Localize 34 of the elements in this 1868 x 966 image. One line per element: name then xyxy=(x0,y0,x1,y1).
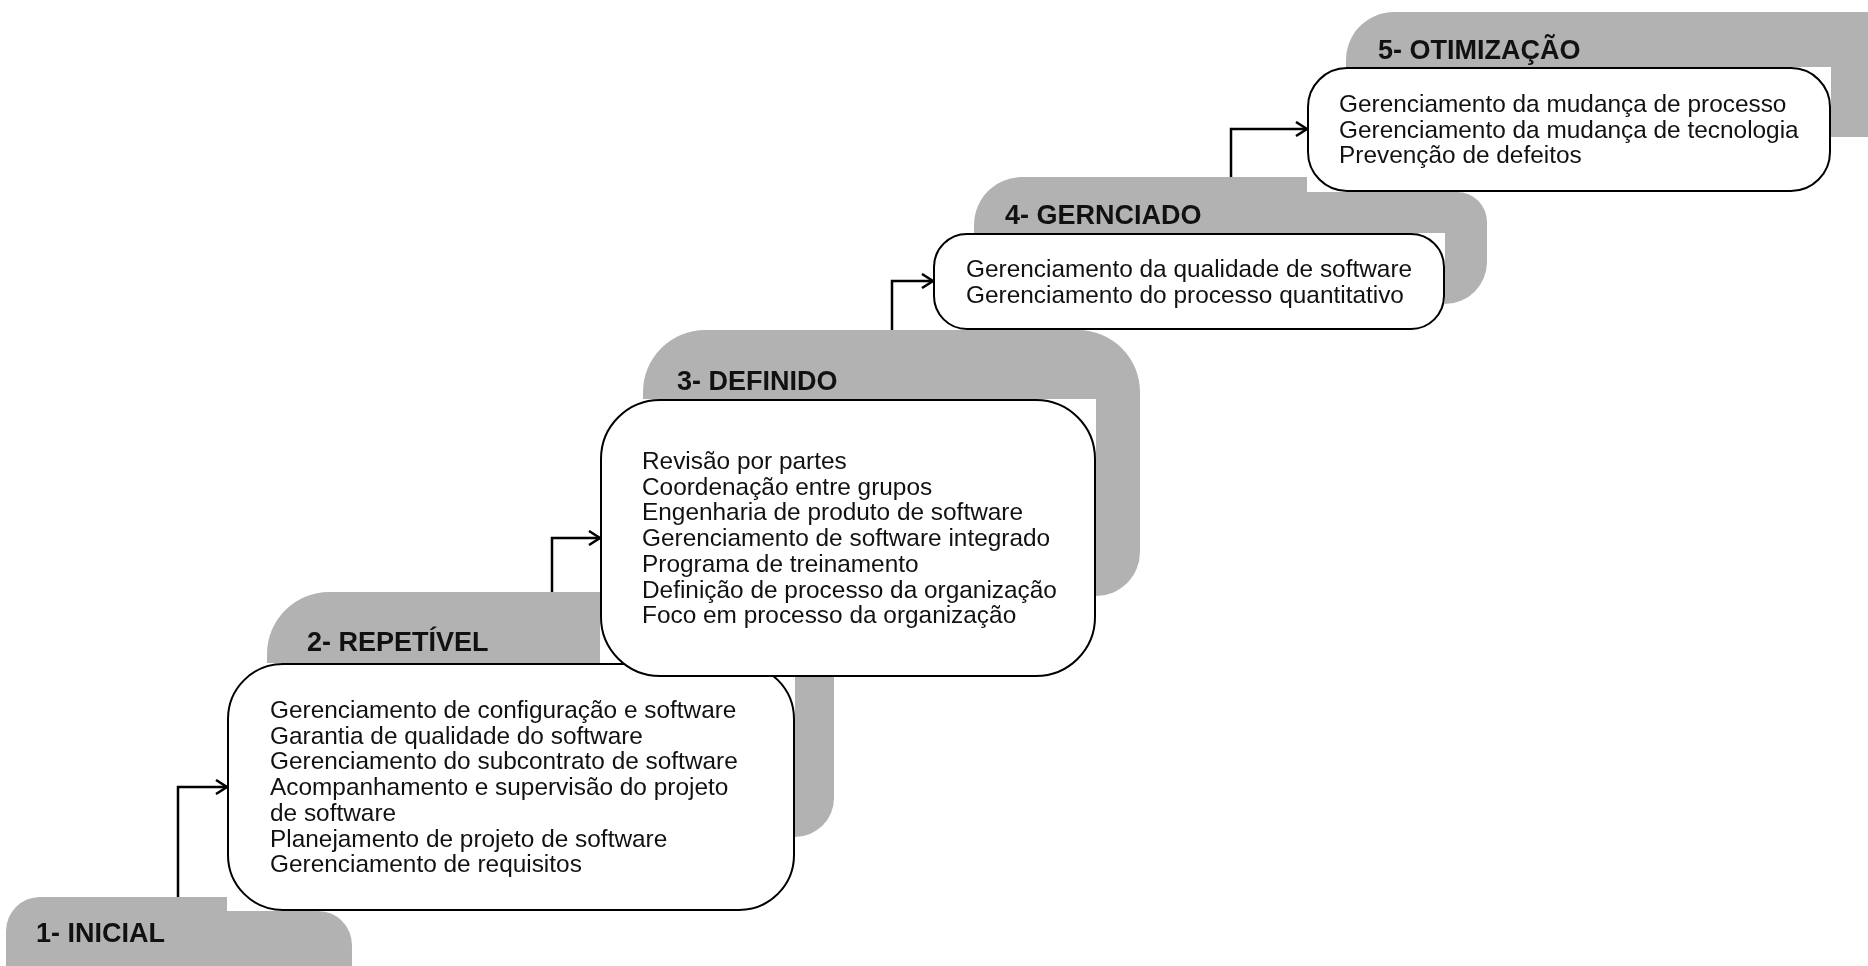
process-item: Engenharia de produto de software xyxy=(642,499,1025,526)
process-item: Gerenciamento de software integrado xyxy=(642,525,1052,551)
process-item: Gerenciamento de requisitos xyxy=(270,851,583,878)
process-item: Coordenação entre grupos xyxy=(642,473,934,500)
level-band xyxy=(1346,12,1868,67)
process-item: Gerenciamento da mudança de tecnologia xyxy=(1339,116,1800,143)
level-band xyxy=(6,897,227,966)
process-item: Prevenção de defeitos xyxy=(1339,142,1582,169)
level-heading: 2- REPETÍVEL xyxy=(307,627,489,657)
process-item: Gerenciamento do subcontrato de software xyxy=(270,748,739,775)
process-item: Definição de processo da organização xyxy=(642,576,1058,603)
process-item: Foco em processo da organização xyxy=(642,602,1017,629)
process-item: Garantia de qualidade do software xyxy=(270,722,644,749)
process-item: Gerenciamento da mudança de processo xyxy=(1339,90,1788,117)
arrow xyxy=(890,272,935,330)
process-item: Acompanhamento e supervisão do projeto de software xyxy=(270,774,730,826)
level-heading: 1- INICIAL xyxy=(36,918,165,948)
arrow xyxy=(176,778,229,897)
process-item: Programa de treinamento xyxy=(642,550,920,577)
arrow xyxy=(1229,120,1309,177)
process-item: Gerenciamento de configuração e software xyxy=(270,696,738,723)
process-item: Gerenciamento do processo quantitativo xyxy=(966,281,1405,308)
process-box xyxy=(1307,67,1831,192)
process-box xyxy=(227,663,795,911)
process-item: Planejamento de projeto de software xyxy=(270,825,669,852)
process-item: Gerenciamento da qualidade de software xyxy=(966,255,1414,282)
process-box xyxy=(600,399,1096,677)
level-band xyxy=(267,592,600,663)
process-box xyxy=(933,233,1445,330)
level-heading: 3- DEFINIDO xyxy=(677,366,838,396)
level-heading: 4- GERNCIADO xyxy=(1005,200,1202,230)
level-heading: 5- OTIMIZAÇÃO xyxy=(1378,35,1581,65)
arrow xyxy=(550,529,602,592)
process-item: Revisão por partes xyxy=(642,447,848,474)
